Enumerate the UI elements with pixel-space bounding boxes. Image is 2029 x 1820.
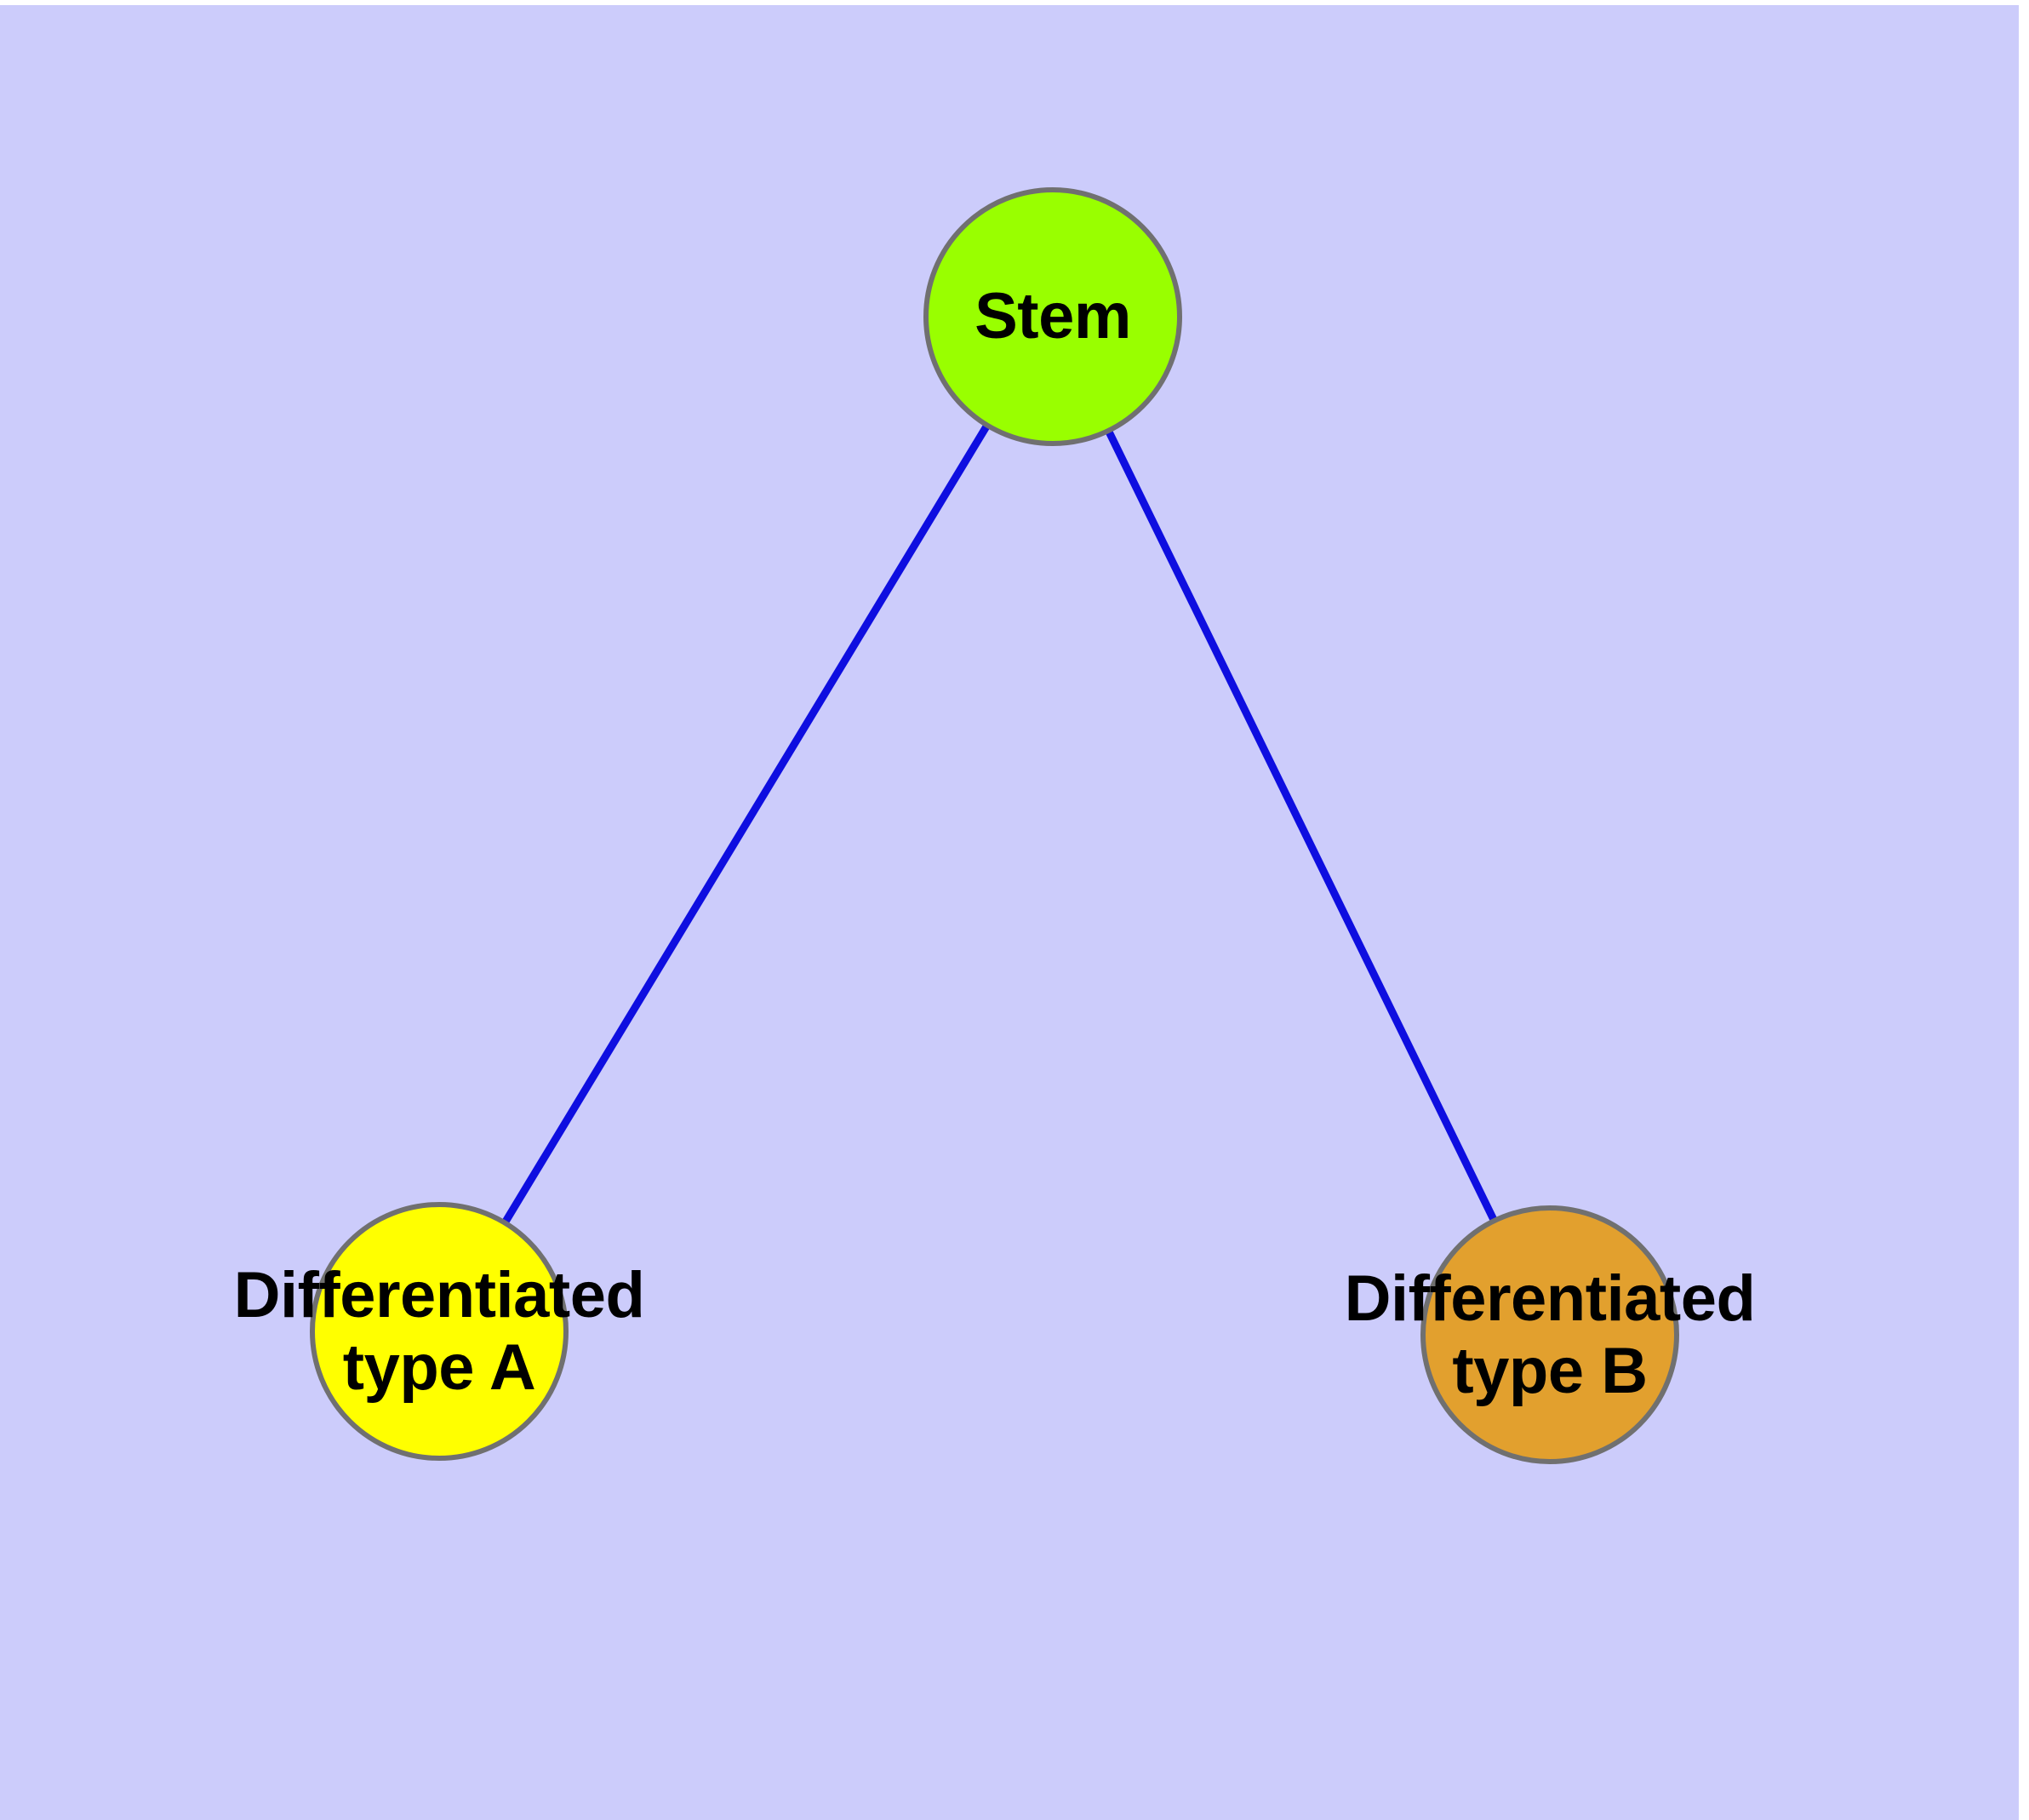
edge-stem-to-b bbox=[1049, 315, 1554, 1336]
node-differentiated-type-a-circle bbox=[310, 1202, 569, 1461]
graph-edges-layer bbox=[436, 314, 1554, 1336]
node-stem-circle bbox=[923, 187, 1182, 446]
graph-canvas: Stem Differentiated type A Differentiate… bbox=[0, 5, 2019, 1820]
node-differentiated-type-b-circle bbox=[1420, 1205, 1679, 1464]
node-differentiated-type-a[interactable]: Differentiated type A bbox=[234, 1202, 645, 1461]
edge-stem-to-a bbox=[436, 314, 1056, 1334]
node-differentiated-type-a-label: Differentiated type A bbox=[233, 1258, 645, 1404]
node-differentiated-type-b[interactable]: Differentiated type B bbox=[1345, 1205, 1756, 1464]
node-stem[interactable]: Stem bbox=[923, 187, 1182, 446]
node-differentiated-type-b-label: Differentiated type B bbox=[1344, 1262, 1756, 1407]
node-stem-label: Stem bbox=[974, 280, 1131, 353]
